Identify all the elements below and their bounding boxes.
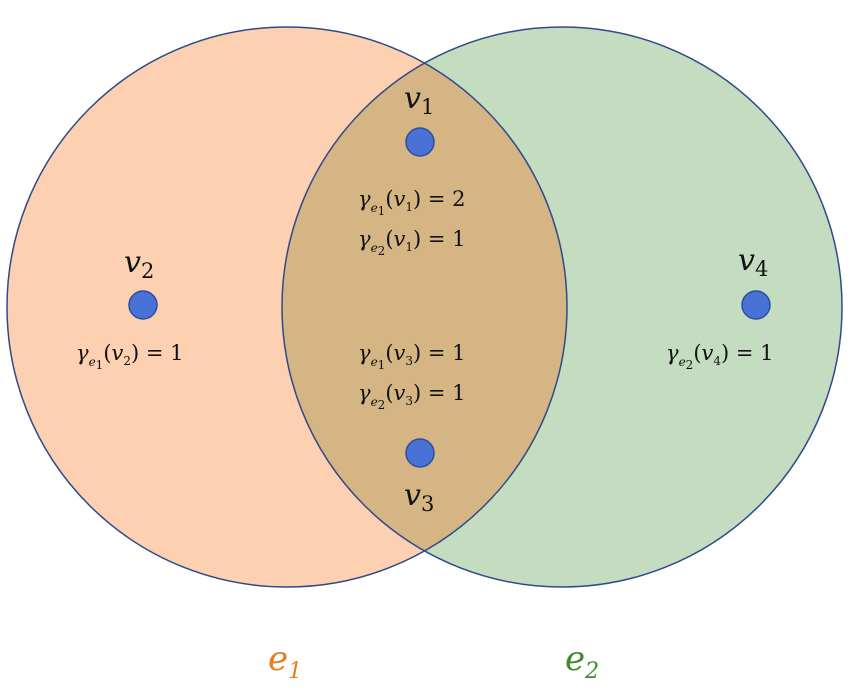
hyperedge-e2-label: e2 — [565, 639, 599, 684]
vertex-v3-label: v3 — [404, 478, 434, 516]
gamma-e1-v1-annotation: γe1(v1) = 2 — [358, 187, 466, 218]
hyperedge-e2-outline — [281, 26, 843, 588]
vertex-v2-node — [128, 290, 158, 320]
vertex-v2-label: v2 — [124, 245, 154, 283]
gamma-e2-v4-annotation: γe2(v4) = 1 — [666, 341, 774, 372]
vertex-v1-node — [405, 127, 435, 157]
gamma-e2-v3-annotation: γe2(v3) = 1 — [358, 381, 466, 412]
hyperedge-e1-label: e1 — [268, 639, 302, 684]
vertex-v1-label: v1 — [404, 81, 434, 119]
gamma-e1-v3-annotation: γe1(v3) = 1 — [358, 341, 466, 372]
vertex-v4-node — [741, 290, 771, 320]
vertex-v4-label: v4 — [738, 243, 768, 281]
gamma-e2-v1-annotation: γe2(v1) = 1 — [358, 227, 466, 258]
gamma-e1-v2-annotation: γe1(v2) = 1 — [76, 341, 184, 372]
hyperedge-e1-outline — [6, 26, 568, 588]
vertex-v3-node — [405, 438, 435, 468]
